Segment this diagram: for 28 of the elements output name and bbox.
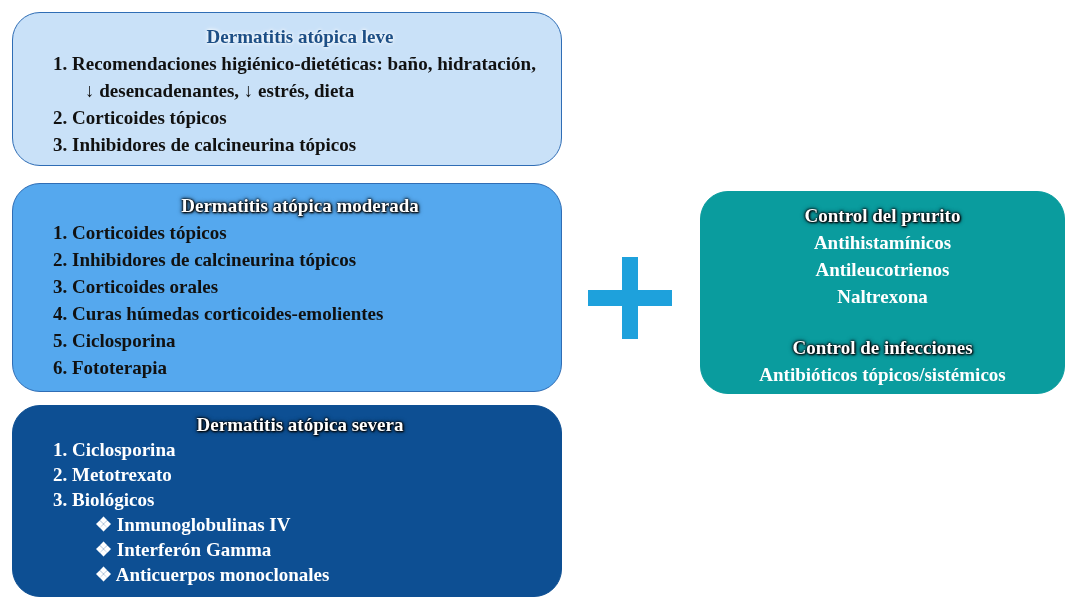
list-item: 5. Ciclosporina: [53, 329, 177, 353]
list-item: 6. Fototerapia: [53, 356, 168, 380]
box-heading: Control del prurito: [803, 204, 962, 228]
rounded-box: [12, 405, 562, 597]
rounded-box: [12, 12, 562, 166]
list-item: 2. Metotrexato: [53, 463, 173, 487]
rounded-box: [12, 183, 562, 392]
box-heading: Dermatitis atópica moderada: [180, 194, 420, 218]
list-item: Antibióticos tópicos/sistémicos: [758, 363, 1007, 387]
box-heading: Control de infecciones: [791, 336, 974, 360]
list-item: 3. Inhibidores de calcineurina tópicos: [53, 133, 358, 157]
list-item: 1. Ciclosporina: [53, 438, 177, 462]
box-heading: Dermatitis atópica leve: [205, 25, 395, 49]
list-item: 1. Corticoides tópicos: [53, 221, 228, 245]
list-item: 2. Inhibidores de calcineurina tópicos: [53, 248, 358, 272]
list-item: ❖ Anticuerpos monoclonales: [94, 563, 331, 587]
list-item: 3. Biológicos: [53, 488, 156, 512]
box-heading: Dermatitis atópica severa: [195, 413, 405, 437]
rounded-box: [700, 191, 1065, 394]
list-item: Antileucotrienos: [814, 258, 951, 282]
list-item: ❖ Interferón Gamma: [94, 538, 273, 562]
list-item: 1. Recomendaciones higiénico-dietéticas: baño, hidratación, ↓ desencadenantes, ↓ estrés, dieta: [53, 52, 537, 103]
list-item: 2. Corticoides tópicos: [53, 106, 228, 130]
list-item: Antihistamínicos: [812, 231, 953, 255]
list-item: 3. Corticoides orales: [53, 275, 220, 299]
list-item: ❖ Inmunoglobulinas IV: [94, 513, 292, 537]
list-item: Naltrexona: [836, 285, 929, 309]
list-item: 4. Curas húmedas corticoides-emolientes: [53, 302, 385, 326]
